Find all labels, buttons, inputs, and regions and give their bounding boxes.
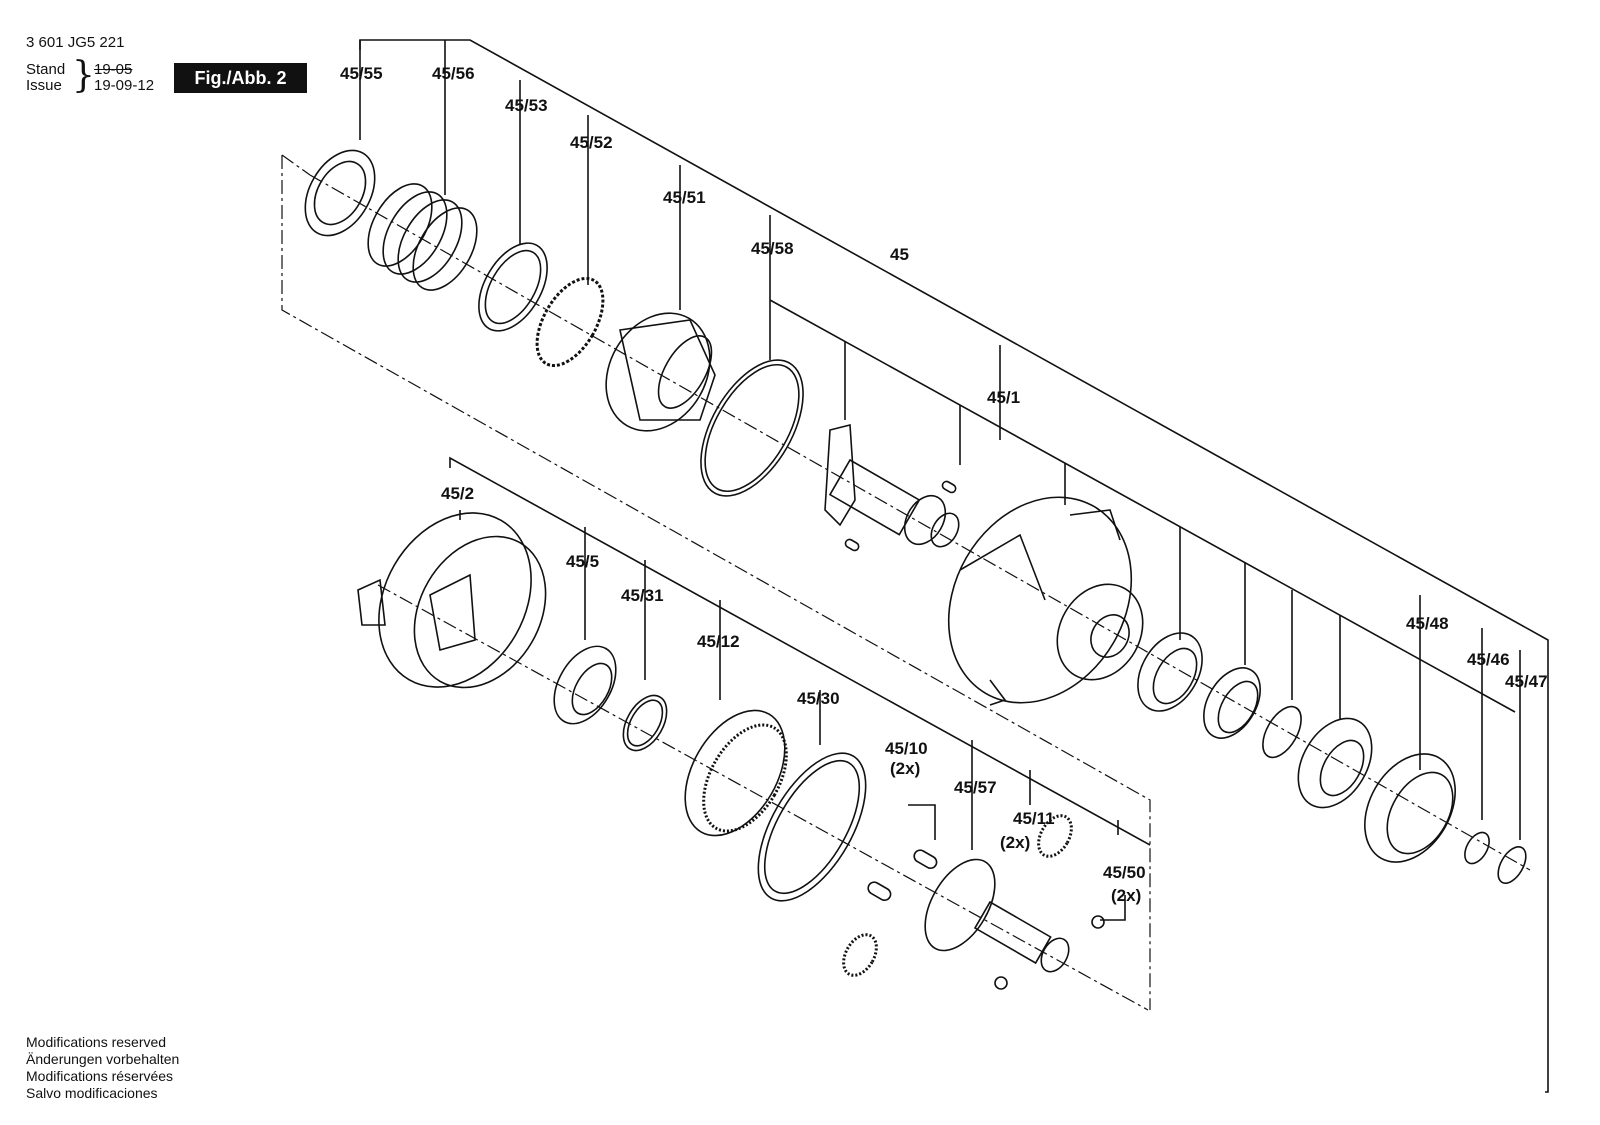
- callout-45-46: 45/46: [1467, 650, 1510, 669]
- part-45-53-washer: [478, 242, 548, 332]
- callout-45-57: 45/57: [954, 778, 997, 797]
- callout-45-10: 45/10: [885, 739, 928, 758]
- callout-45-10-qty: (2x): [890, 759, 920, 778]
- callout-45-47: 45/47: [1505, 672, 1548, 691]
- part-45-56-spring: [367, 183, 478, 291]
- bracket-lines: [359, 39, 1549, 1093]
- callout-45-53: 45/53: [505, 96, 548, 115]
- part-nut-and-rings: [1137, 632, 1373, 809]
- part-45-47-circlip: [1497, 846, 1527, 884]
- callout-45-48: 45/48: [1406, 614, 1449, 633]
- callout-45-56: 45/56: [432, 64, 475, 83]
- footer-line: Modifications reserved: [26, 1034, 167, 1050]
- part-45-52-ball-ring: [535, 276, 605, 368]
- part-45-11-gears: [842, 814, 1073, 977]
- callout-45-51: 45/51: [663, 188, 706, 207]
- callout-45-58: 45/58: [751, 239, 794, 258]
- part-45-10-pins: [867, 849, 938, 901]
- callout-45-12: 45/12: [697, 632, 740, 651]
- callout-45-5: 45/5: [566, 552, 599, 571]
- date-new: 19-09-12: [94, 77, 155, 94]
- modifications-notice: Modifications reserved Änderungen vorbeh…: [26, 1034, 179, 1102]
- callout-45-1: 45/1: [987, 388, 1020, 407]
- part-45-1-spindle: [824, 423, 960, 552]
- footer-line: Modifications réservées: [26, 1068, 174, 1084]
- part-45-55-seal: [304, 149, 376, 237]
- figure-badge: Fig./Abb. 2: [174, 63, 307, 93]
- callout-45-11: 45/11: [1013, 809, 1055, 828]
- revision-dates: 19-05 19-09-12: [94, 62, 154, 94]
- callout-45-50: 45/50: [1103, 863, 1146, 882]
- callout-45-11-qty: (2x): [1000, 833, 1030, 852]
- part-45-48-sleeve: [1364, 753, 1456, 863]
- part-45-46-ring: [1464, 831, 1490, 865]
- footer-line: Änderungen vorbehalten: [26, 1051, 180, 1067]
- part-45-57-carrier: [924, 858, 1070, 973]
- callout-45-31: 45/31: [621, 586, 664, 605]
- part-45-2-cage: [357, 512, 547, 689]
- part-45-housing: [947, 496, 1144, 706]
- callout-45-50-qty: (2x): [1111, 886, 1141, 905]
- issue-label: Issue: [26, 77, 62, 94]
- callout-45-2: 45/2: [441, 484, 474, 503]
- callout-labels: 45/55 45/56 45/53 45/52 45/51 45/58 45 4…: [340, 64, 1548, 905]
- stand-issue-labels: Stand Issue: [26, 62, 65, 94]
- stand-label: Stand: [26, 61, 66, 78]
- centre-axes: [281, 154, 1531, 1011]
- part-45-5-seal: [553, 645, 617, 725]
- date-old: 19-05: [94, 61, 133, 78]
- part-45-51-hammer: [605, 312, 716, 432]
- footer-line: Salvo modificaciones: [26, 1085, 158, 1101]
- part-number: 3 601 JG5 221: [26, 34, 125, 51]
- part-45-58-o-ring: [700, 359, 804, 497]
- callout-45-30: 45/30: [797, 689, 840, 708]
- callout-45-55: 45/55: [340, 64, 383, 83]
- part-45-12-ring-gear: [684, 709, 788, 837]
- callout-45-52: 45/52: [570, 133, 613, 152]
- brace-glyph: }: [72, 55, 95, 96]
- part-45-30-washer: [757, 752, 867, 902]
- callout-45: 45: [890, 245, 909, 264]
- part-45-50-balls: [994, 915, 1105, 990]
- part-45-31-ring: [622, 694, 668, 752]
